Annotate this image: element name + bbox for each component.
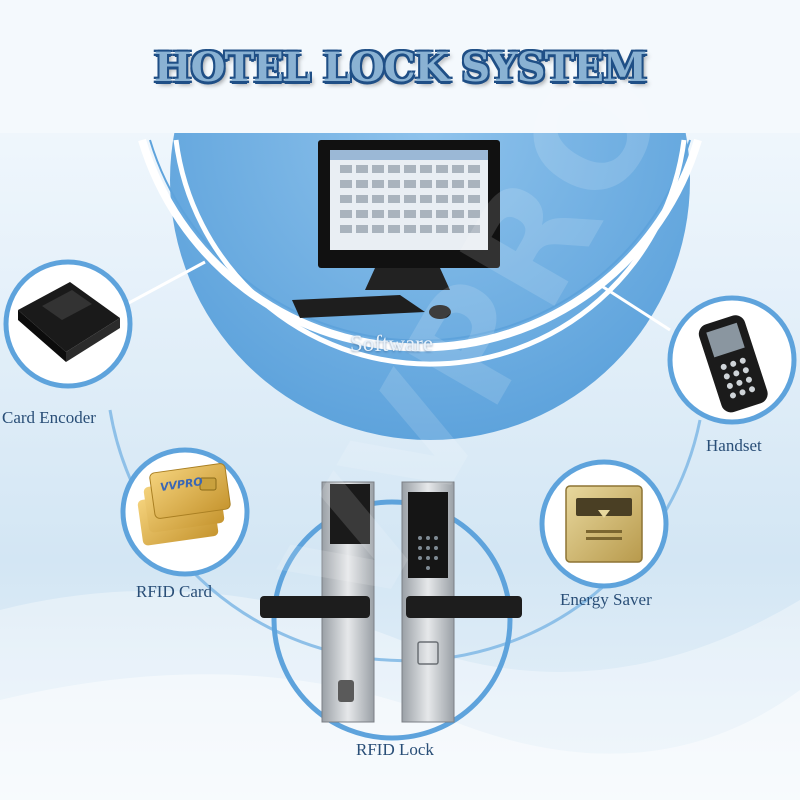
desktop-computer-icon bbox=[292, 140, 500, 319]
page-title: HOTEL LOCK SYSTEM bbox=[153, 44, 647, 91]
outer-ring-line bbox=[149, 139, 691, 342]
rfid-lock-label: RFID Lock bbox=[356, 740, 434, 759]
inner-ring bbox=[173, 139, 687, 367]
handset-label: Handset bbox=[706, 436, 762, 455]
connector-line bbox=[599, 283, 671, 332]
handset-icon bbox=[698, 315, 768, 413]
software-label: Software bbox=[350, 331, 434, 356]
rfid-lock-node bbox=[271, 499, 513, 741]
rfid-card-icon bbox=[137, 463, 231, 546]
energy-saver-label: Energy Saver bbox=[560, 590, 652, 609]
door-lock-icon bbox=[260, 481, 522, 723]
wave-decoration bbox=[0, 590, 800, 800]
card-encoder-label: Card Encoder bbox=[2, 408, 96, 427]
rfid-card-label: RFID Card bbox=[136, 582, 213, 601]
outer-ring bbox=[138, 138, 702, 352]
card-encoder-icon bbox=[18, 282, 120, 362]
energy-saver-icon bbox=[565, 485, 643, 563]
connector-line bbox=[124, 260, 206, 307]
